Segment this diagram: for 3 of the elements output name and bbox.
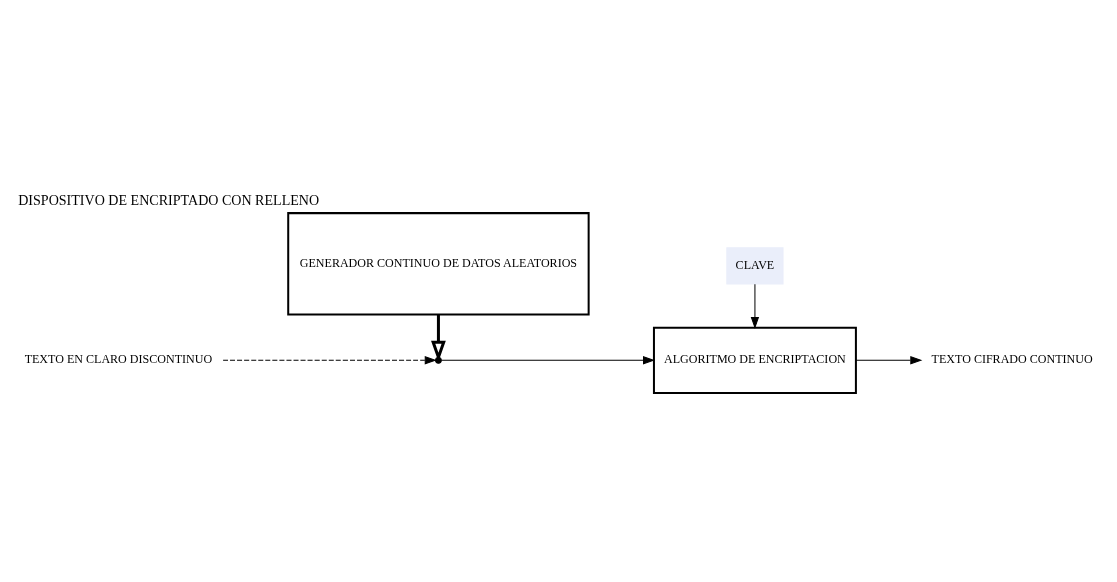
node-text: TEXTO EN CLARO DISCONTINUO — [24, 351, 213, 366]
node-text: TEXTO CIFRADO CONTINUO — [931, 351, 1093, 366]
diagram-title: DISPOSITIVO DE ENCRIPTADO CON RELLENO — [18, 191, 320, 208]
